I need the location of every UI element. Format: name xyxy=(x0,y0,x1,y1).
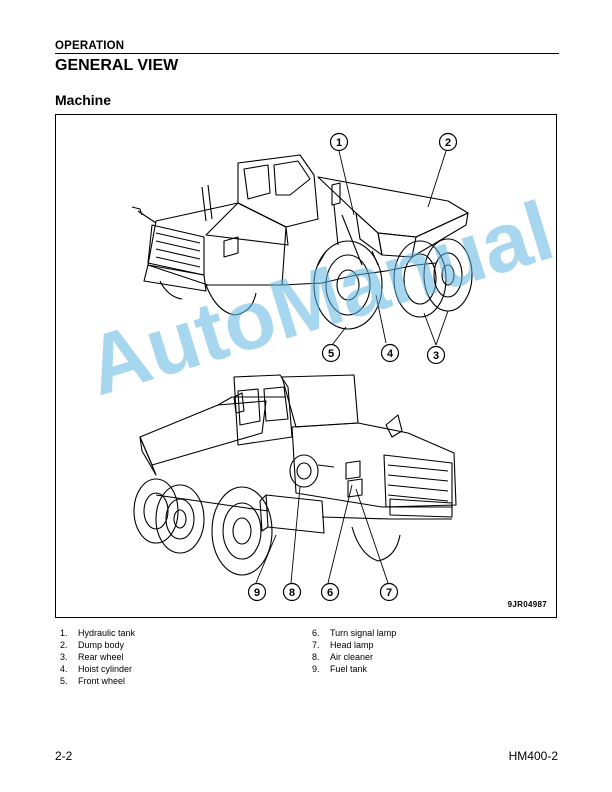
legend-item: 3. Rear wheel xyxy=(60,651,135,663)
callout-6-circle xyxy=(320,582,340,602)
truck-front-left-drawing xyxy=(131,154,473,330)
legend-item: 7. Head lamp xyxy=(312,639,396,651)
figure-code: 9JR04987 xyxy=(507,600,547,609)
callout-5-circle xyxy=(321,343,341,363)
legend-label: Dump body xyxy=(78,640,125,650)
legend-label: Front wheel xyxy=(78,676,126,686)
machine-figure: 1 2 3 4 5 6 7 8 9 9JR04987 xyxy=(55,114,557,618)
callout-3-circle xyxy=(426,345,446,365)
callout-2-circle xyxy=(438,132,458,152)
legend-label: Rear wheel xyxy=(78,652,124,662)
legend-item: 6. Turn signal lamp xyxy=(312,627,396,639)
callout-4-circle xyxy=(380,343,400,363)
machine-illustration: 1 2 3 4 5 6 7 8 9 xyxy=(131,132,473,602)
parts-legend-left: 1. Hydraulic tank 2. Dump body 3. Rear whee… xyxy=(60,627,135,687)
truck-front-right-drawing xyxy=(133,374,457,576)
legend-item: 8. Air cleaner xyxy=(312,651,396,663)
legend-number: 1. xyxy=(60,628,68,638)
callout-9-circle xyxy=(247,582,267,602)
legend-item: 9. Fuel tank xyxy=(312,663,396,675)
legend-item: 5. Front wheel xyxy=(60,675,135,687)
legend-label: Air cleaner xyxy=(330,652,374,662)
callout-8-label: 8 xyxy=(289,587,295,599)
legend-label: Hoist cylinder xyxy=(78,664,133,674)
callout-4-label: 4 xyxy=(387,348,394,360)
legend-label: Hydraulic tank xyxy=(78,628,136,638)
callout-circles xyxy=(247,132,458,602)
callout-7-label: 7 xyxy=(386,587,392,599)
callout-7-circle xyxy=(379,582,399,602)
section-subtitle: Machine xyxy=(55,92,112,108)
legend-label: Head lamp xyxy=(330,640,374,650)
legend-number: 7. xyxy=(312,640,320,650)
legend-number: 5. xyxy=(60,676,68,686)
legend-item: 2. Dump body xyxy=(60,639,135,651)
callout-leaders xyxy=(255,150,449,584)
parts-legend-right: 6. Turn signal lamp 7. Head lamp 8. Air cle… xyxy=(312,627,396,675)
callout-1-label: 1 xyxy=(336,137,342,149)
callout-5-label: 5 xyxy=(328,348,334,360)
header-rule xyxy=(55,53,559,54)
callout-6-label: 6 xyxy=(327,587,333,599)
page-number: 2-2 xyxy=(55,749,73,763)
legend-number: 6. xyxy=(312,628,320,638)
legend-item: 1. Hydraulic tank xyxy=(60,627,135,639)
legend-number: 4. xyxy=(60,664,68,674)
section-label: OPERATION xyxy=(55,40,125,52)
legend-label: Turn signal lamp xyxy=(330,628,397,638)
legend-number: 2. xyxy=(60,640,68,650)
callout-2-label: 2 xyxy=(445,137,451,149)
page-title: GENERAL VIEW xyxy=(55,57,179,74)
callout-1-circle xyxy=(329,132,349,152)
model-number: HM400-2 xyxy=(508,749,558,763)
legend-number: 9. xyxy=(312,664,320,674)
legend-number: 3. xyxy=(60,652,68,662)
callout-8-circle xyxy=(282,582,302,602)
callout-9-label: 9 xyxy=(254,587,260,599)
callout-3-label: 3 xyxy=(433,350,439,362)
legend-item: 4. Hoist cylinder xyxy=(60,663,135,675)
legend-label: Fuel tank xyxy=(330,664,368,674)
legend-number: 8. xyxy=(312,652,320,662)
